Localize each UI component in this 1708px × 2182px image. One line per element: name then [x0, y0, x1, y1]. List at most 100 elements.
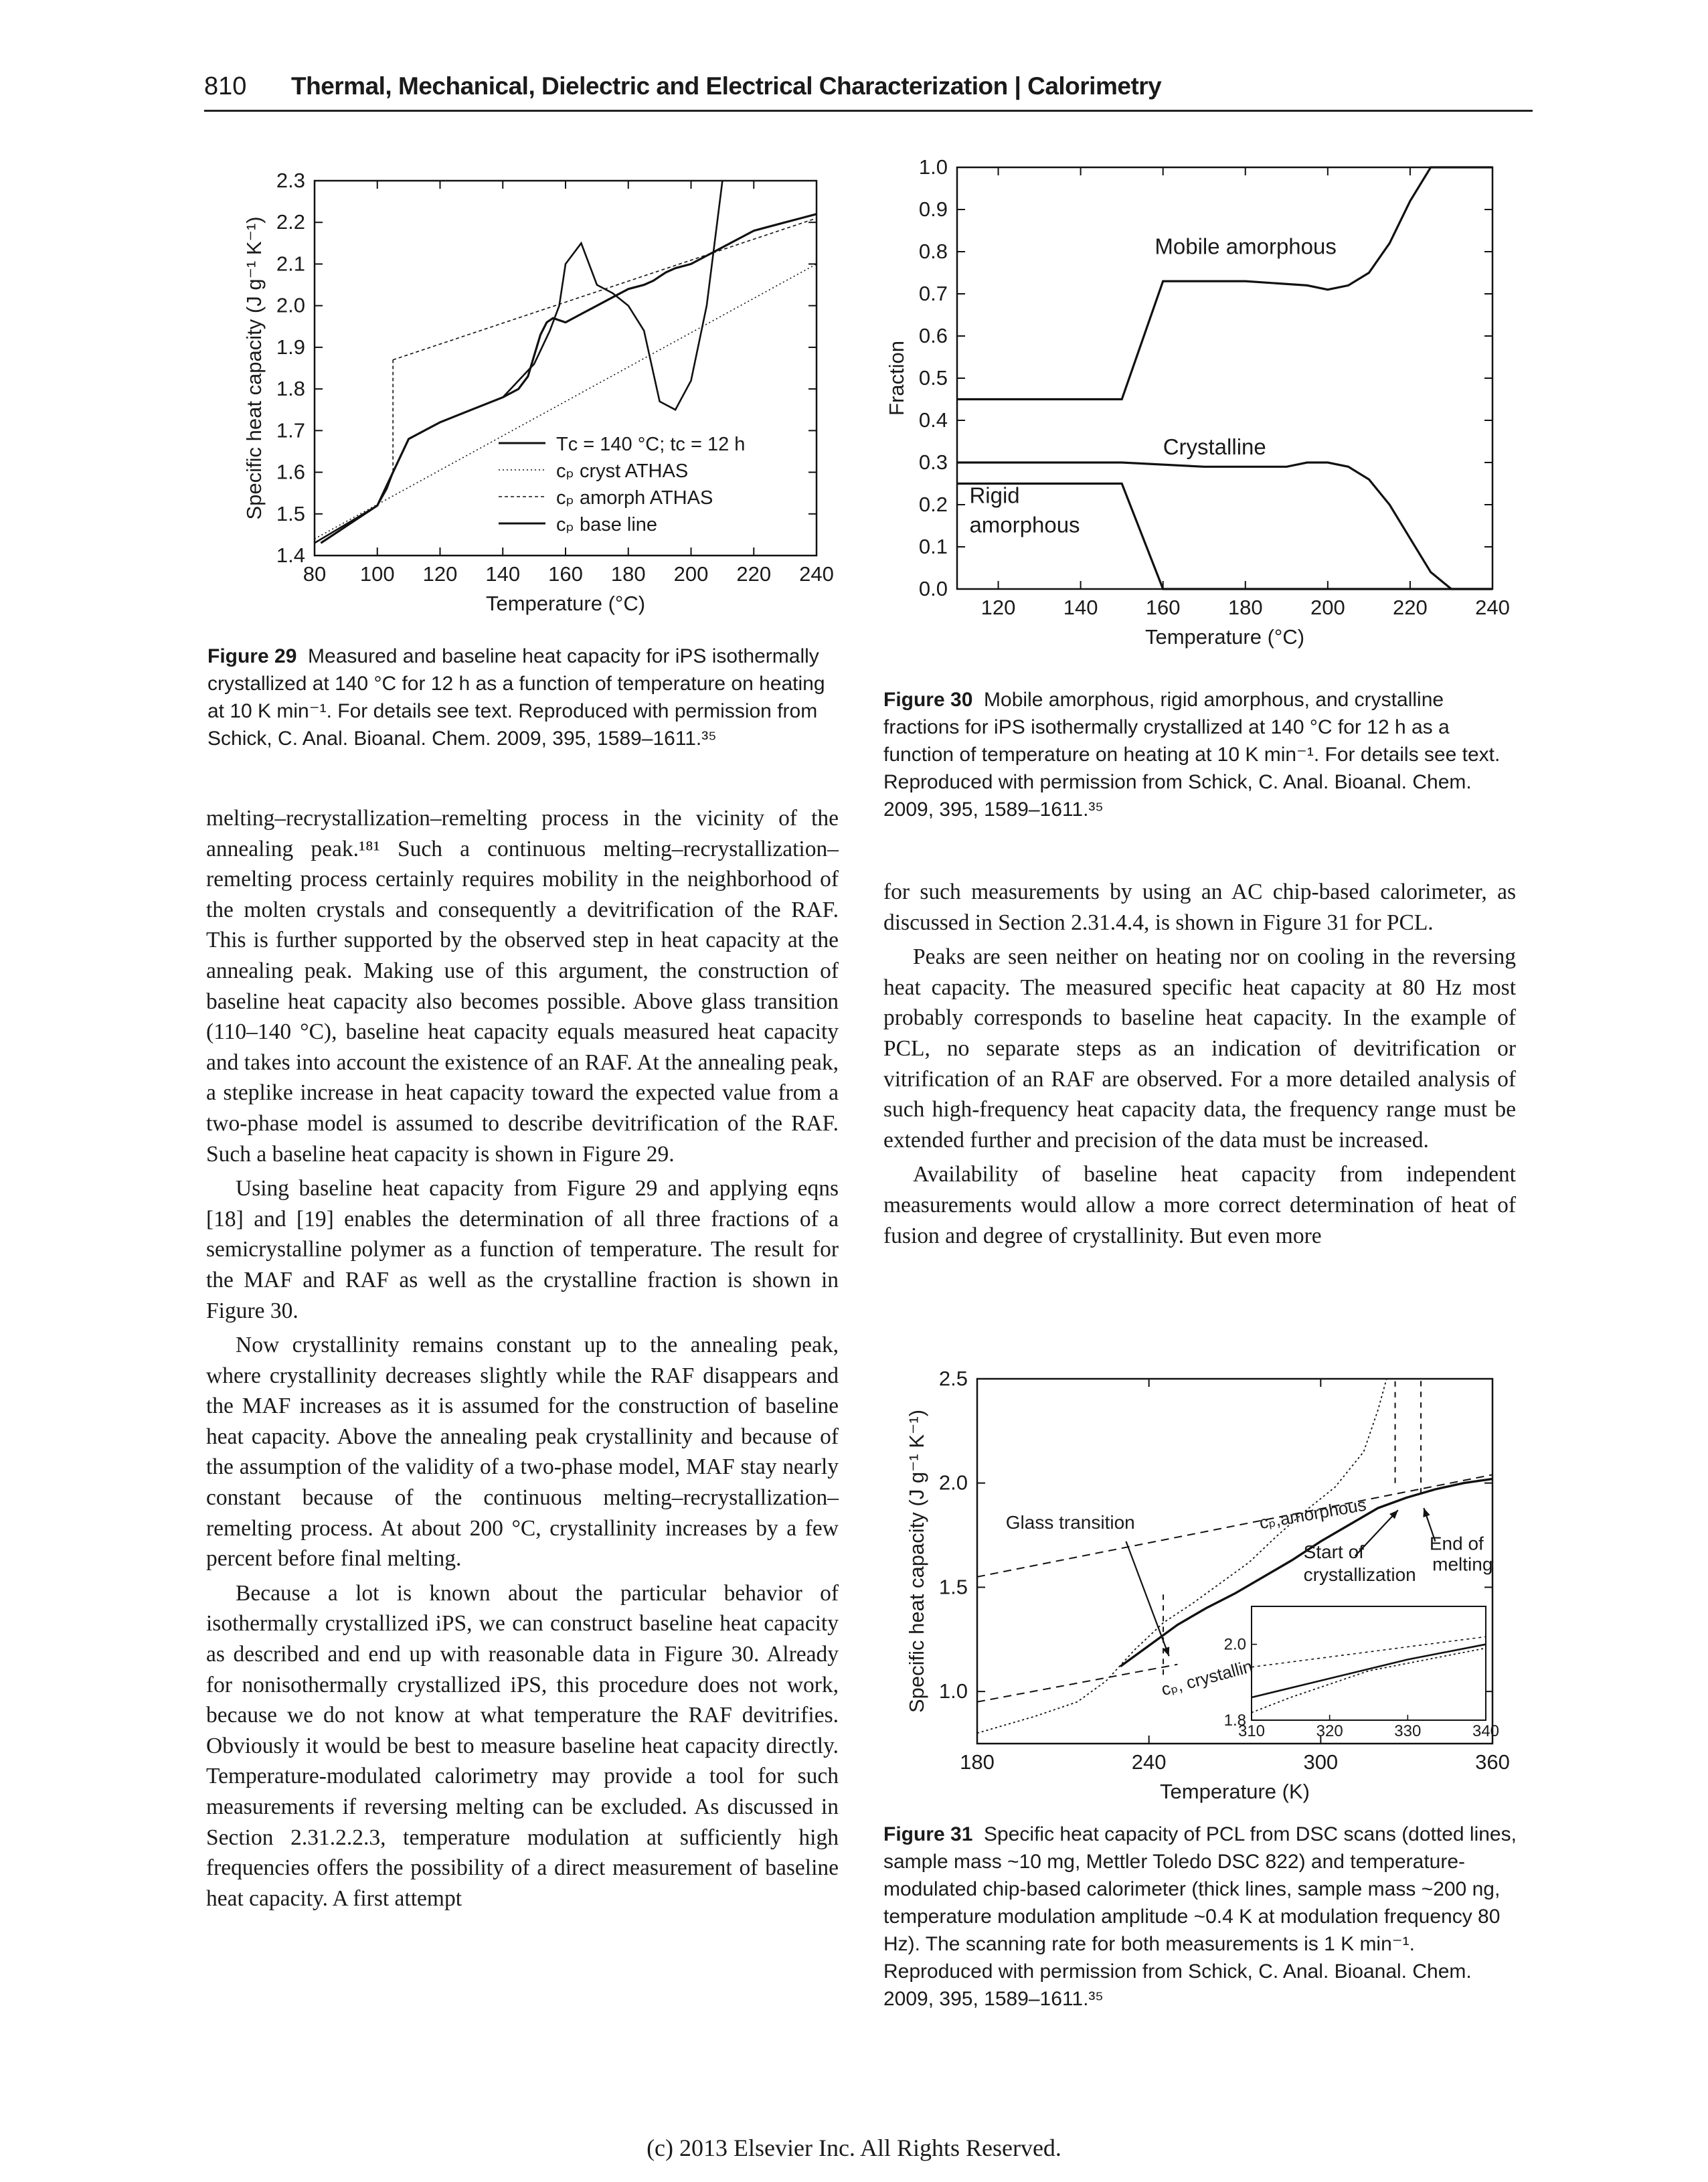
x-tick-label: 220 — [1393, 596, 1428, 619]
series-cp-crystalline — [977, 1663, 1178, 1703]
label-amorphous: amorphous — [969, 513, 1080, 537]
x-tick-label: 200 — [1310, 596, 1345, 619]
figure-29-label: Figure 29 — [207, 645, 297, 667]
x-tick-label: 240 — [1132, 1750, 1167, 1774]
x-tick-label: 180 — [611, 562, 646, 586]
paragraph: Using baseline heat capacity from Figure… — [206, 1176, 839, 1323]
inset-x-tick-label: 310 — [1238, 1722, 1265, 1740]
x-tick-label: 120 — [981, 596, 1016, 619]
figure-30-caption-text: Mobile amorphous, rigid amorphous, and c… — [883, 689, 1501, 821]
y-tick-label: 1.8 — [276, 377, 305, 400]
inset-y-tick-label: 1.8 — [1224, 1711, 1246, 1730]
x-tick-label: 220 — [736, 562, 771, 586]
label-melting: melting — [1432, 1554, 1492, 1575]
y-tick-label: 0.5 — [919, 366, 948, 390]
y-tick-label: 0.8 — [919, 240, 948, 263]
legend-label: cₚ cryst ATHAS — [556, 460, 688, 482]
inset-x-tick-label: 320 — [1316, 1722, 1343, 1740]
figure-29-caption-text: Measured and baseline heat capacity for … — [207, 645, 825, 750]
y-tick-label: 2.5 — [939, 1367, 968, 1390]
y-tick-label: 0.7 — [919, 282, 948, 305]
plot-frame — [976, 1377, 1494, 1745]
page-number: 810 — [204, 72, 247, 100]
paragraph: for such measurements by using an AC chi… — [883, 879, 1516, 935]
arrowhead — [1423, 1508, 1430, 1518]
figure-30-caption: Figure 30 Mobile amorphous, rigid amorph… — [883, 686, 1519, 823]
series-fraction-1 — [957, 461, 1492, 590]
figure-31-caption: Figure 31 Specific heat capacity of PCL … — [883, 1821, 1519, 2013]
y-tick-label: 0.3 — [919, 450, 948, 474]
series-measured — [320, 213, 817, 544]
label-end-of: End of — [1430, 1533, 1484, 1554]
inset-frame — [1251, 1606, 1486, 1721]
x-tick-label: 140 — [1063, 596, 1098, 619]
y-tick-label: 0.9 — [919, 197, 948, 221]
legend-label: Tᴄ = 140 °C; tᴄ = 12 h — [556, 434, 745, 455]
paragraph: Availability of baseline heat capacity f… — [883, 1162, 1516, 1248]
x-tick-label: 180 — [960, 1750, 995, 1774]
series-group — [315, 181, 817, 544]
left-column-text: melting–recrystallization–remelting proc… — [206, 803, 839, 1918]
y-tick-label: 1.0 — [919, 155, 948, 179]
y-axis-label: Fraction — [885, 341, 908, 416]
label-start-of: Start of — [1304, 1541, 1364, 1562]
x-tick-label: 360 — [1475, 1750, 1510, 1774]
y-tick-label: 2.3 — [276, 169, 305, 192]
x-tick-label: 160 — [548, 562, 583, 586]
x-axis-label: Temperature (°C) — [1145, 625, 1304, 649]
x-tick-label: 180 — [1228, 596, 1263, 619]
y-tick-label: 0.0 — [919, 577, 948, 600]
y-axis-label: Specific heat capacity (J g⁻¹ K⁻¹) — [242, 216, 266, 519]
label-rigid: Rigid — [969, 483, 1019, 507]
arrowhead — [1162, 1647, 1170, 1657]
annotation-arrow — [1354, 1509, 1399, 1557]
x-tick-label: 240 — [1475, 596, 1510, 619]
series-fraction-0 — [957, 166, 1492, 401]
inset-series-dsc — [1251, 1647, 1486, 1713]
y-tick-label: 1.5 — [276, 502, 305, 525]
annotation-arrow — [1125, 1541, 1170, 1657]
y-tick-label: 1.9 — [276, 335, 305, 359]
legend-label: cₚ base line — [556, 514, 657, 535]
paragraph: Because a lot is known about the particu… — [206, 1580, 839, 1911]
y-axis-label: Specific heat capacity (J g⁻¹ K⁻¹) — [905, 1410, 928, 1713]
inset-series-chip — [1251, 1643, 1486, 1699]
series-cp-cryst-athas — [315, 263, 817, 539]
label-cp-amorphous: cₚ,amorphous — [1258, 1495, 1367, 1533]
series-fraction-2 — [957, 482, 1492, 590]
paragraph: melting–recrystallization–remelting proc… — [206, 806, 839, 1167]
x-tick-label: 240 — [799, 562, 834, 586]
figure-31-caption-text: Specific heat capacity of PCL from DSC s… — [883, 1823, 1517, 2010]
x-axis-label: Temperature (K) — [1160, 1780, 1310, 1803]
x-axis-label: Temperature (°C) — [486, 592, 645, 615]
y-tick-label: 1.4 — [276, 543, 305, 567]
arrowhead — [1389, 1510, 1398, 1519]
series-cp-amorphous — [977, 1474, 1492, 1578]
inset-x-tick-label: 340 — [1472, 1722, 1499, 1740]
inset-y-tick-label: 2.0 — [1224, 1636, 1246, 1654]
series-dsc — [977, 1379, 1387, 1734]
copyright-footer: (c) 2013 Elsevier Inc. All Rights Reserv… — [647, 2134, 1061, 2161]
y-tick-label: 1.5 — [939, 1575, 968, 1598]
x-tick-label: 100 — [360, 562, 395, 586]
series-chip — [1119, 1477, 1492, 1668]
running-title: Thermal, Mechanical, Dielectric and Elec… — [291, 72, 1162, 100]
legend-label: cₚ amorph ATHAS — [556, 487, 713, 509]
label-mobile-amorphous: Mobile amorphous — [1155, 234, 1336, 259]
y-tick-label: 2.2 — [276, 210, 305, 234]
right-column-text: for such measurements by using an AC chi… — [883, 877, 1516, 1255]
label-cp-crystalline: cₚ, crystalline — [1159, 1653, 1264, 1699]
figure-30-label: Figure 30 — [883, 689, 973, 711]
y-tick-label: 2.0 — [276, 294, 305, 317]
y-tick-label: 2.0 — [939, 1471, 968, 1495]
y-tick-label: 1.7 — [276, 418, 305, 442]
running-header: 810 Thermal, Mechanical, Dielectric and … — [204, 70, 1533, 112]
label-crystalline: Crystalline — [1163, 434, 1266, 459]
paragraph: Now crystallinity remains constant up to… — [206, 1333, 839, 1572]
x-tick-label: 300 — [1303, 1750, 1338, 1774]
y-tick-label: 1.0 — [939, 1679, 968, 1703]
y-tick-label: 0.2 — [919, 493, 948, 516]
